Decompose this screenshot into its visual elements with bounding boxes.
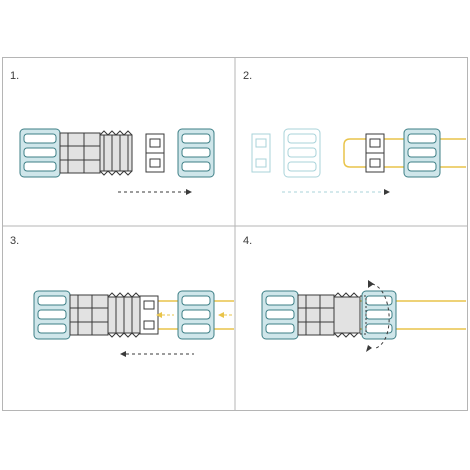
compression-nut [177,290,215,340]
connector-body [33,290,141,340]
panel-step-4: 4. [243,235,466,352]
faded-nut [283,128,321,178]
step-1-label: 1. [10,70,19,82]
step-4-label: 4. [243,235,252,247]
compression-nut [359,290,397,340]
connector-body [261,290,361,340]
step-2-label: 2. [243,70,252,82]
clamp-ring [145,133,165,173]
tighten-rotation-arrow [366,280,390,352]
pipe [343,138,466,168]
move-left-arrow [120,351,194,357]
slide-on-arrow [282,189,390,195]
panel-step-2: 2. [243,70,466,195]
move-right-arrow [118,189,192,195]
pipe-insert-arrows [156,312,234,318]
compression-nut [403,128,441,178]
step-3-label: 3. [10,235,19,247]
compression-nut [177,128,215,178]
panel-step-3: 3. [10,235,234,357]
connector-body [19,128,133,178]
clamp-ring [139,295,159,335]
faded-clamp-ring [251,133,271,173]
panel-step-1: 1. [10,70,215,195]
clamp-ring [365,133,385,173]
